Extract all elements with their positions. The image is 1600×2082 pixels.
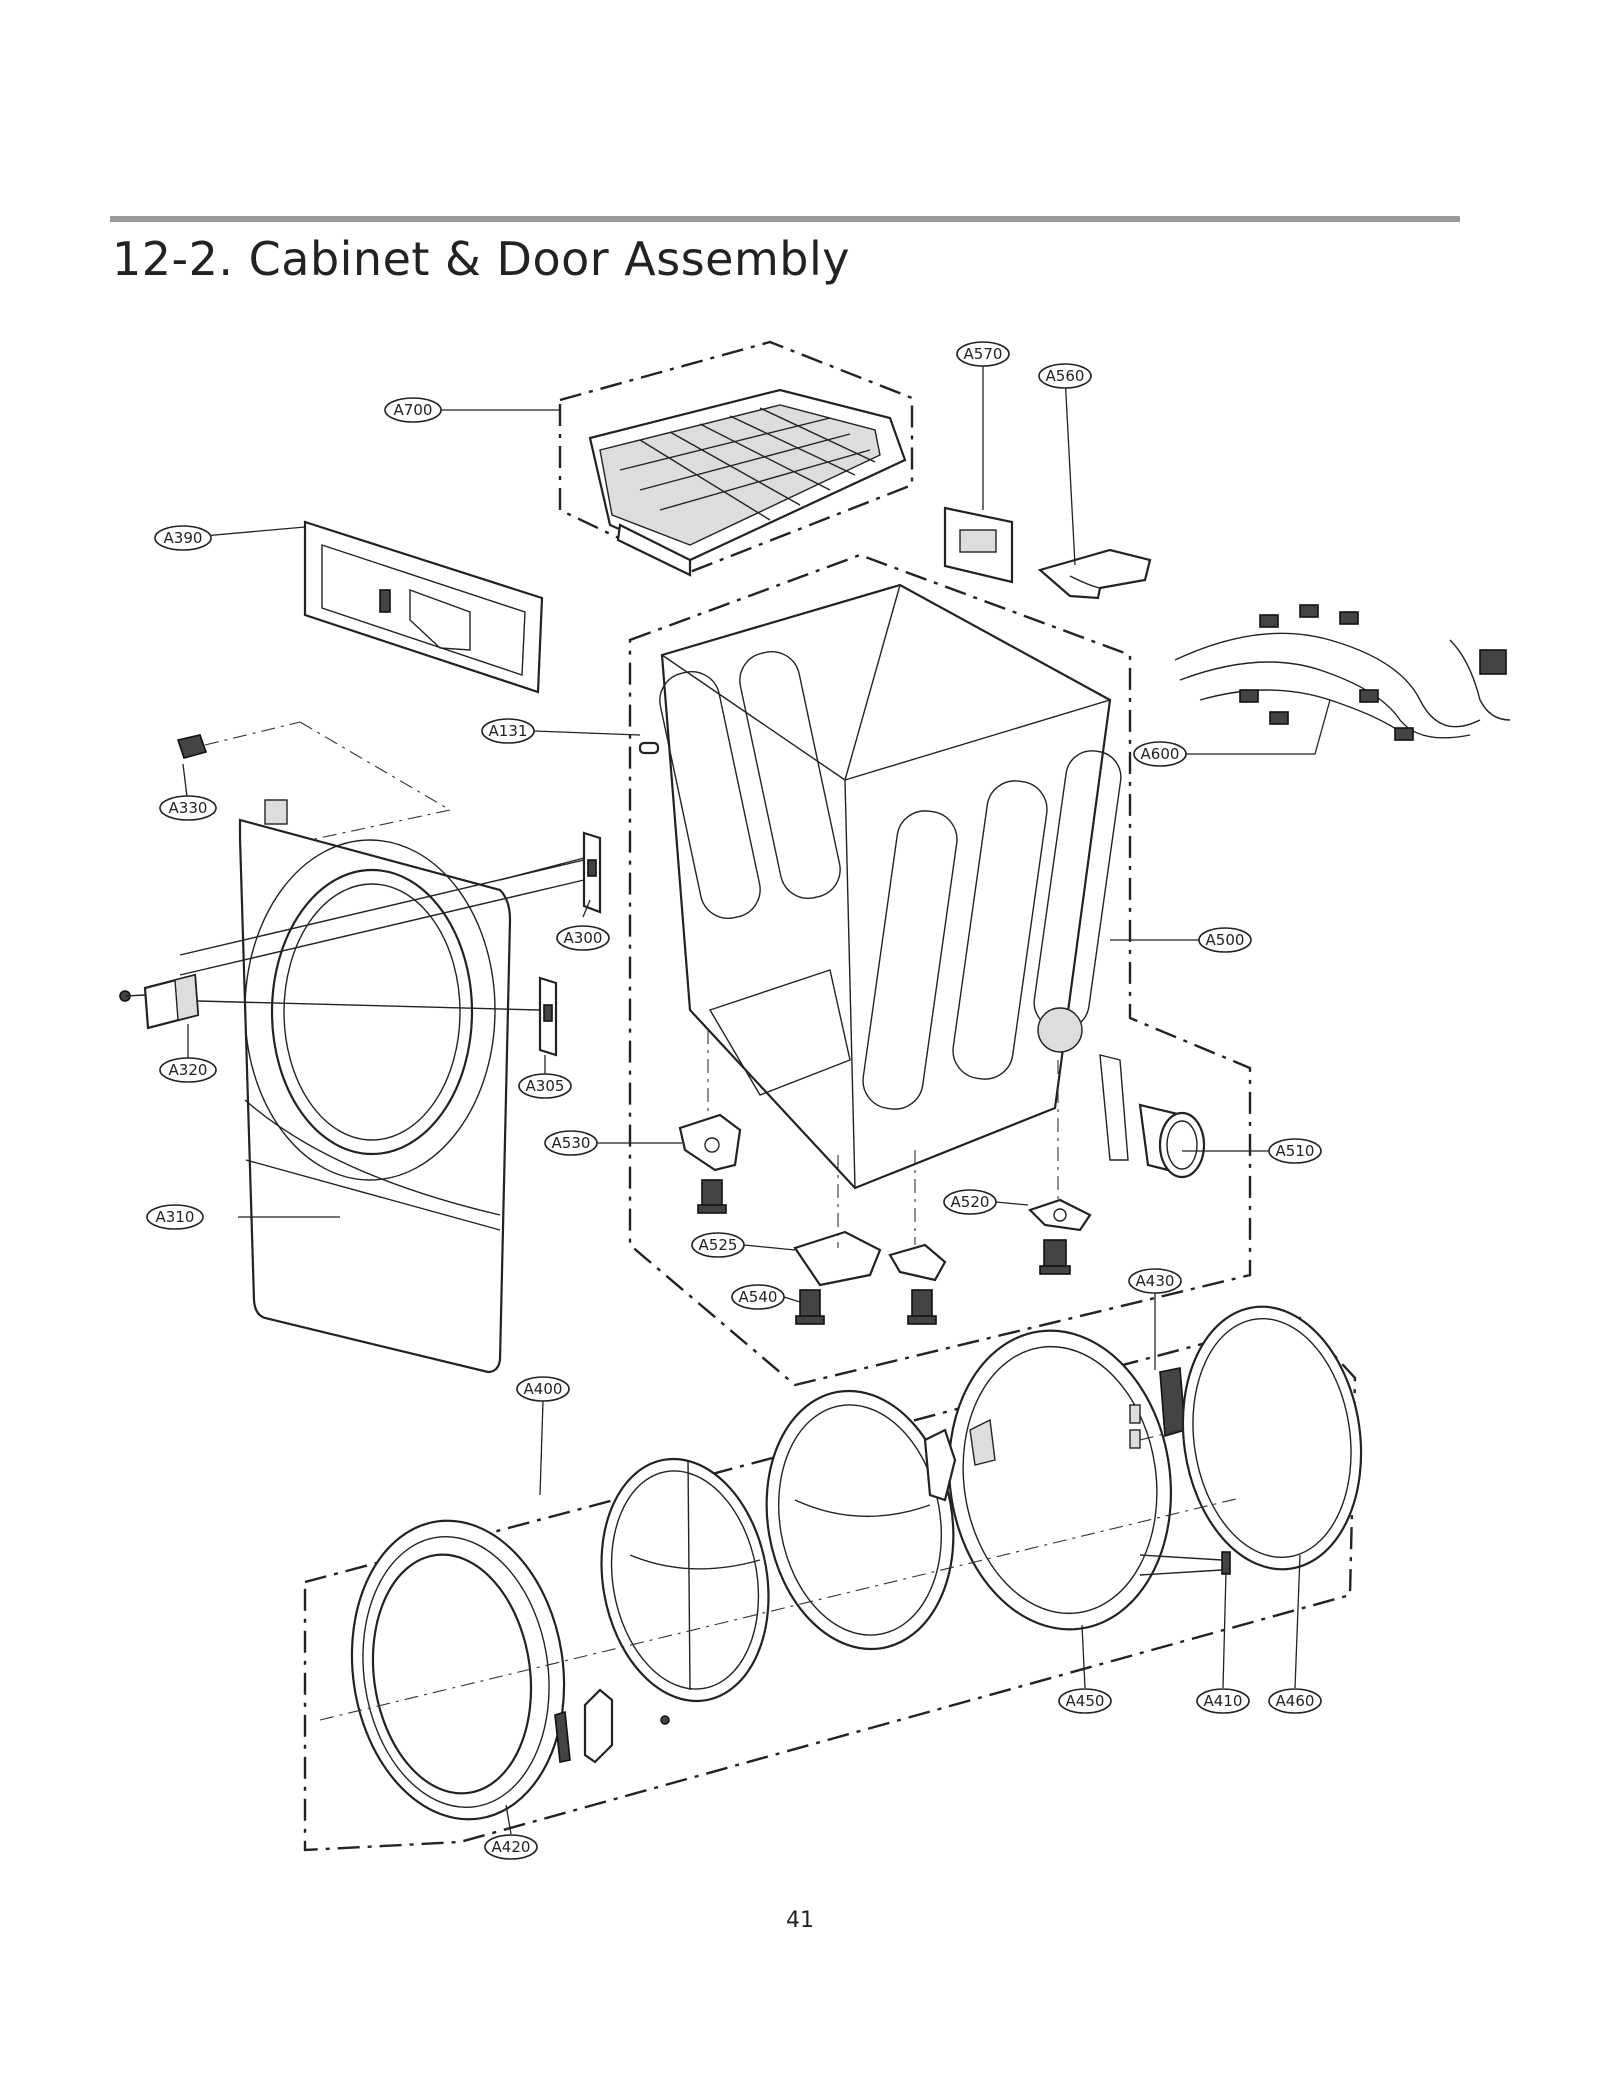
top-plate-group-boundary	[558, 340, 914, 574]
callout-a570: A570	[956, 341, 1010, 367]
callout-a131: A131	[481, 718, 535, 744]
svg-text:A410: A410	[1204, 1692, 1243, 1710]
bracket-a520-part	[1027, 1198, 1092, 1232]
callout-a500: A500	[1198, 927, 1252, 953]
callout-a310: A310	[146, 1204, 204, 1230]
leader-lines	[180, 354, 1331, 1835]
svg-text:A700: A700	[394, 401, 433, 419]
svg-text:A390: A390	[164, 529, 203, 547]
rear-panel-part	[303, 520, 544, 694]
cap-a131-part	[638, 741, 660, 755]
header-rule	[110, 216, 1460, 222]
callout-a520: A520	[943, 1189, 997, 1215]
bracket-a525-part	[793, 1230, 882, 1287]
callout-a300: A300	[556, 925, 610, 951]
svg-text:A460: A460	[1276, 1692, 1315, 1710]
svg-text:A420: A420	[492, 1838, 531, 1856]
leg-foot-a540-left	[697, 1179, 727, 1214]
door-gasket-a460	[1181, 1305, 1363, 1571]
callout-a390: A390	[154, 525, 212, 551]
hinge-a300-part	[179, 831, 602, 976]
callout-a320: A320	[159, 1057, 217, 1083]
svg-text:A600: A600	[1141, 745, 1180, 763]
svg-text:A430: A430	[1136, 1272, 1175, 1290]
svg-text:A510: A510	[1276, 1142, 1315, 1160]
callout-a510: A510	[1268, 1138, 1322, 1164]
svg-text:A530: A530	[552, 1134, 591, 1152]
leg-foot-a520-right	[1039, 1239, 1071, 1275]
callout-a410: A410	[1196, 1688, 1250, 1714]
page-title: 12-2. Cabinet & Door Assembly	[112, 232, 850, 286]
hinge-a305-part	[159, 976, 558, 1057]
callout-a460: A460	[1268, 1688, 1322, 1714]
svg-text:A400: A400	[524, 1380, 563, 1398]
leg-foot-a540-center	[795, 1289, 825, 1325]
door-axis-line	[319, 1497, 1241, 1721]
top-plate-part	[588, 388, 907, 577]
cabinet-part	[659, 583, 1122, 1190]
svg-text:A305: A305	[526, 1077, 565, 1095]
bracket-a320-part	[119, 973, 200, 1030]
svg-text:A560: A560	[1046, 367, 1085, 385]
callout-a540: A540	[731, 1284, 785, 1310]
door-handle-part	[554, 1688, 670, 1764]
door-glass-ring	[600, 1457, 770, 1703]
callout-a600: A600	[1133, 741, 1187, 767]
svg-text:A310: A310	[156, 1208, 195, 1226]
svg-text:A450: A450	[1066, 1692, 1105, 1710]
wire-harness-part	[1174, 604, 1511, 741]
callout-a430: A430	[1128, 1268, 1182, 1294]
svg-text:A540: A540	[739, 1288, 778, 1306]
callout-a700: A700	[384, 397, 442, 423]
page-number: 41	[786, 1908, 814, 1933]
callout-a560: A560	[1038, 363, 1092, 389]
callout-a530: A530	[544, 1130, 598, 1156]
svg-text:A520: A520	[951, 1193, 990, 1211]
callout-a305: A305	[518, 1073, 572, 1099]
vent-duct-part	[1099, 1054, 1206, 1179]
svg-text:A525: A525	[699, 1236, 738, 1254]
svg-text:A570: A570	[964, 345, 1003, 363]
bracket-a330-part	[176, 721, 451, 841]
svg-text:A131: A131	[489, 722, 528, 740]
duct-a560-part	[1037, 548, 1152, 600]
leg-foot-a540-right	[907, 1289, 937, 1325]
svg-text:A330: A330	[169, 799, 208, 817]
callout-a525: A525	[691, 1232, 745, 1258]
bracket-a520-center	[888, 1243, 947, 1282]
front-panel-part	[238, 799, 512, 1374]
cabinet-group-boundary	[628, 553, 1252, 1387]
callout-a450: A450	[1058, 1688, 1112, 1714]
svg-text:A320: A320	[169, 1061, 208, 1079]
svg-text:A500: A500	[1206, 931, 1245, 949]
feet-centerlines	[707, 1030, 1059, 1248]
door-ring-a450	[923, 1329, 1173, 1631]
door-inner-frame	[765, 1389, 955, 1651]
bracket-a570-part	[943, 506, 1014, 584]
bracket-a530-part	[678, 1113, 742, 1172]
svg-text:A300: A300	[564, 929, 603, 947]
door-outer-ring-a420	[350, 1519, 566, 1821]
callout-a420: A420	[484, 1834, 538, 1860]
callout-a400: A400	[516, 1376, 570, 1402]
callout-a330: A330	[159, 795, 217, 821]
